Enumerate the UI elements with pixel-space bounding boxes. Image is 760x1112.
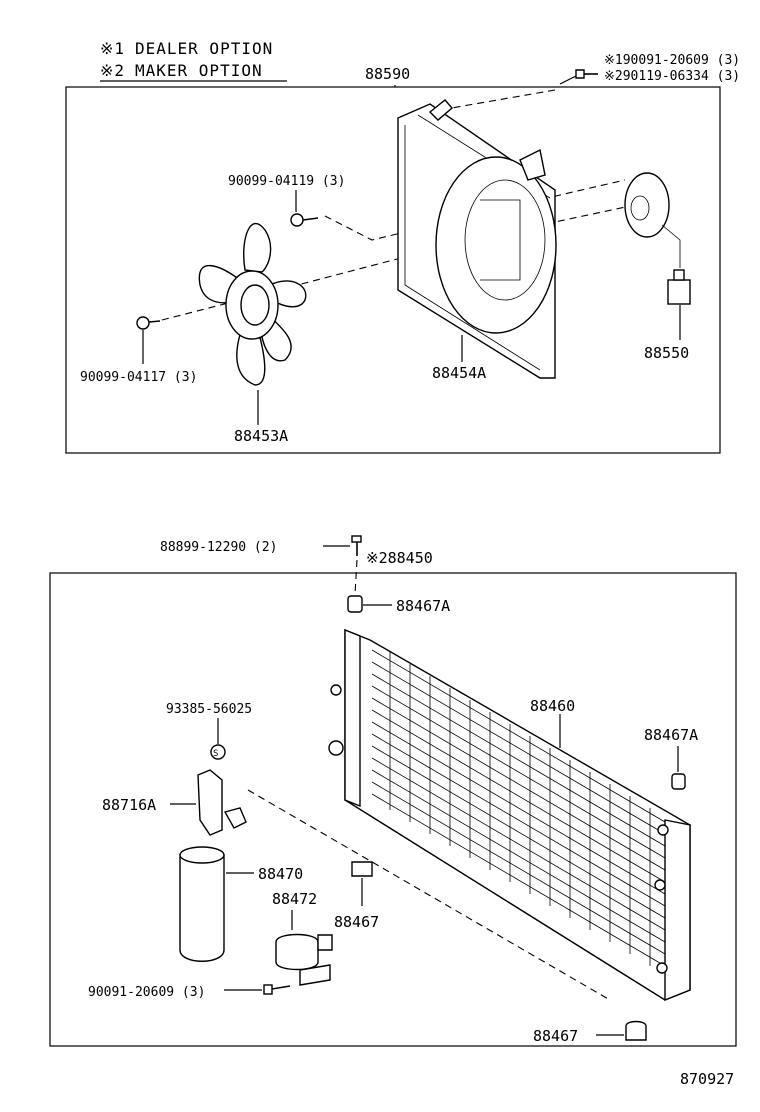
- label-bolt-top: 88899-12290 (2): [160, 540, 277, 555]
- lower-assembly-frame: [49, 572, 737, 1047]
- receiver-drier-icon: [179, 846, 225, 962]
- bolt-bottom-icon: [263, 984, 291, 995]
- bolt-top-right-icon: [575, 69, 598, 79]
- bracket-icon: [197, 769, 247, 836]
- label-bolt-bottom: 90091-20609 (3): [88, 985, 205, 1000]
- seal-ring-icon: S: [210, 744, 226, 760]
- leader-bolt-top: [559, 75, 577, 85]
- label-88590: 88590: [365, 65, 410, 83]
- label-cushion-top: 88467A: [396, 597, 450, 615]
- upper-assembly-frame: [65, 86, 721, 454]
- fan-shroud-icon: [397, 99, 557, 379]
- legend-dealer-option: DEALER OPTION: [135, 39, 273, 58]
- cushion-top-icon: [347, 595, 363, 613]
- label-motor: 88550: [644, 344, 689, 362]
- label-screw-left: 90099-04117 (3): [80, 370, 197, 385]
- condenser-core-icon: [328, 628, 691, 1002]
- dash-bolt-to-shroud: [439, 89, 556, 111]
- label-receiver: 88470: [258, 865, 303, 883]
- label-clamp: 88472: [272, 890, 317, 908]
- diagram-code: 870927: [680, 1070, 734, 1088]
- cushion-bottom-icon: [625, 1020, 647, 1041]
- label-cushion-right: 88467A: [644, 726, 698, 744]
- label-seal: 93385-56025: [166, 702, 252, 717]
- dash-bolt-to-cushion: [354, 559, 358, 595]
- fan-motor-icon: [624, 172, 691, 305]
- legend-maker-option: MAKER OPTION: [135, 61, 263, 80]
- label-screw-top: 90099-04119 (3): [228, 174, 345, 189]
- bolt-88899-icon: [351, 535, 362, 556]
- legend-mark-1: ※1: [100, 39, 125, 58]
- label-condenser-assy: ※288450: [366, 549, 433, 567]
- label-shroud: 88454A: [432, 364, 486, 382]
- fan-blade-icon: [198, 222, 307, 386]
- cushion-mid-icon: [351, 861, 373, 877]
- cushion-right-icon: [671, 773, 686, 790]
- screw-left-icon: [136, 316, 161, 330]
- label-fan: 88453A: [234, 427, 288, 445]
- legend: ※1 DEALER OPTION ※2 MAKER OPTION: [100, 39, 287, 82]
- label-bracket: 88716A: [102, 796, 156, 814]
- clamp-icon: [275, 933, 333, 986]
- legend-mark-2: ※2: [100, 61, 125, 80]
- svg-text:S: S: [213, 749, 218, 759]
- label-cushion-mid: 88467: [334, 913, 379, 931]
- label-bolt-opt2: ※290119-06334 (3): [604, 69, 740, 84]
- label-bolt-opt1: ※190091-20609 (3): [604, 53, 740, 68]
- screw-top-icon: [290, 213, 319, 227]
- label-condenser: 88460: [530, 697, 575, 715]
- label-cushion-bottom: 88467: [533, 1027, 578, 1045]
- dash-bracket-to-condenser: [247, 789, 611, 1001]
